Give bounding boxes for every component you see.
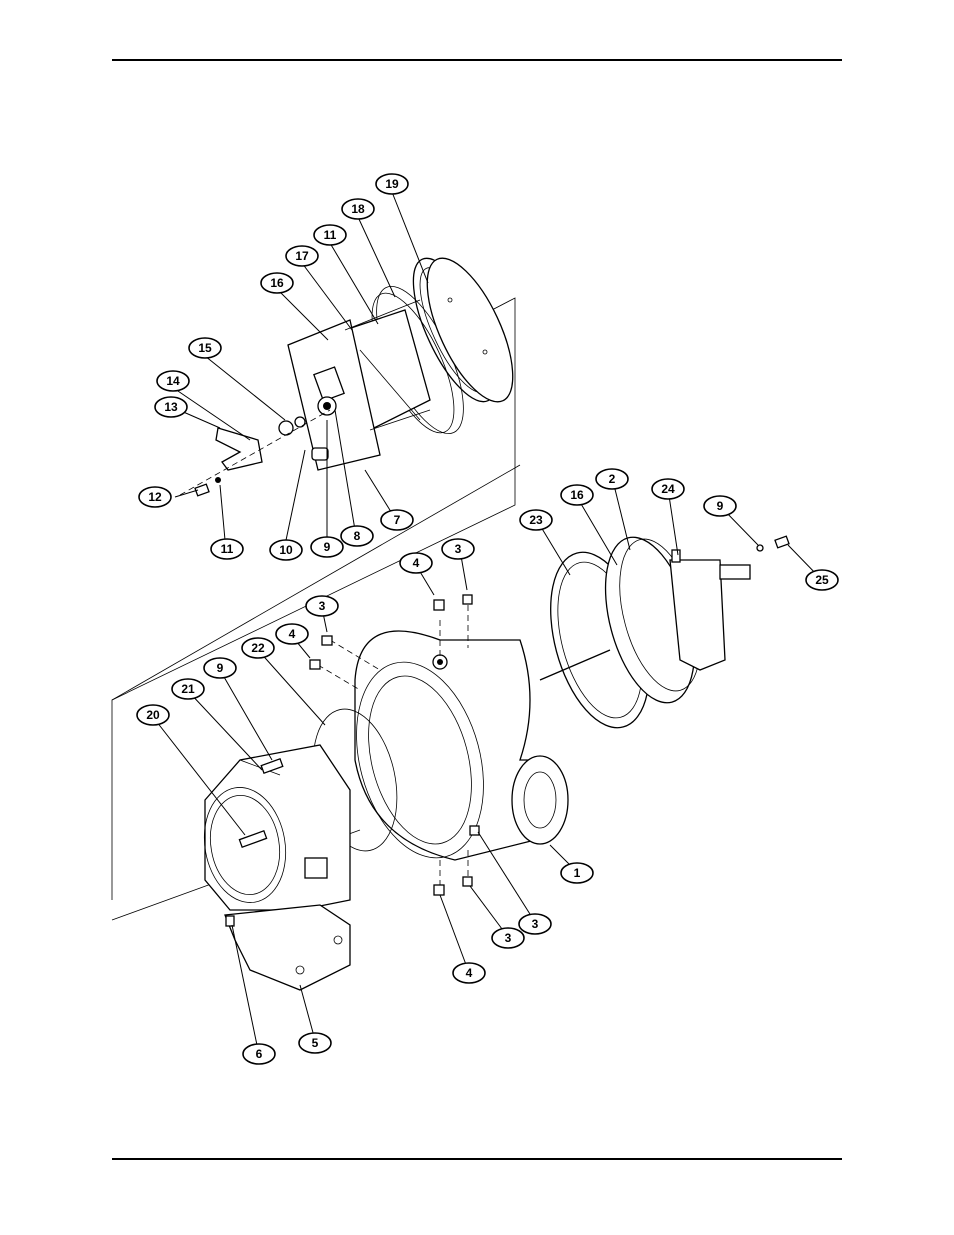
callout-7: 7 [381, 510, 413, 530]
callout-20: 20 [137, 705, 169, 725]
callout-4a: 4 [400, 553, 432, 573]
callout-24: 24 [652, 479, 684, 499]
callout-25: 25 [806, 570, 838, 590]
callout-13: 13 [155, 397, 187, 417]
bracket-housing [196, 745, 350, 990]
svg-text:6: 6 [256, 1047, 263, 1061]
callout-22: 22 [242, 638, 274, 658]
callout-4c: 4 [453, 963, 485, 983]
callout-3d: 3 [492, 928, 524, 948]
callout-9c: 9 [704, 496, 736, 516]
svg-text:3: 3 [532, 917, 539, 931]
svg-text:11: 11 [324, 228, 337, 242]
callout-19: 19 [376, 174, 408, 194]
svg-text:4: 4 [289, 627, 296, 641]
callout-6: 6 [243, 1044, 275, 1064]
svg-text:17: 17 [295, 249, 309, 263]
callout-11: 11 [314, 225, 346, 245]
callout-11b: 11 [211, 539, 243, 559]
svg-text:23: 23 [529, 513, 543, 527]
callout-5: 5 [299, 1033, 331, 1053]
svg-text:3: 3 [505, 931, 512, 945]
callout-3b: 3 [306, 596, 338, 616]
svg-text:3: 3 [319, 599, 326, 613]
callout-9: 9 [311, 537, 343, 557]
svg-text:7: 7 [394, 513, 401, 527]
svg-text:10: 10 [279, 543, 293, 557]
svg-text:1: 1 [574, 866, 581, 880]
callout-17: 17 [286, 246, 318, 266]
svg-text:9: 9 [324, 540, 331, 554]
svg-text:16: 16 [270, 276, 284, 290]
callout-4b: 4 [276, 624, 308, 644]
svg-text:2: 2 [609, 472, 616, 486]
svg-text:14: 14 [166, 374, 180, 388]
callout-16: 16 [261, 273, 293, 293]
svg-text:11: 11 [221, 542, 234, 556]
svg-text:15: 15 [198, 341, 212, 355]
svg-text:19: 19 [385, 177, 399, 191]
svg-text:16: 16 [570, 488, 584, 502]
callout-8: 8 [341, 526, 373, 546]
callout-12: 12 [139, 487, 171, 507]
svg-text:22: 22 [251, 641, 265, 655]
svg-text:3: 3 [455, 542, 462, 556]
callout-3c: 3 [519, 914, 551, 934]
svg-text:5: 5 [312, 1036, 319, 1050]
svg-text:9: 9 [217, 661, 224, 675]
svg-text:25: 25 [815, 573, 829, 587]
callout-15: 15 [189, 338, 221, 358]
callout-9b: 9 [204, 658, 236, 678]
rotating-assembly [533, 528, 789, 739]
callout-18: 18 [342, 199, 374, 219]
callout-16b: 16 [561, 485, 593, 505]
svg-text:4: 4 [466, 966, 473, 980]
svg-text:4: 4 [413, 556, 420, 570]
callout-3a: 3 [442, 539, 474, 559]
svg-text:12: 12 [148, 490, 162, 504]
callout-21: 21 [172, 679, 204, 699]
svg-text:21: 21 [181, 682, 195, 696]
svg-text:9: 9 [717, 499, 724, 513]
callout-23: 23 [520, 510, 552, 530]
callout-10: 10 [270, 540, 302, 560]
svg-text:8: 8 [354, 529, 361, 543]
svg-text:24: 24 [661, 482, 675, 496]
svg-text:18: 18 [351, 202, 365, 216]
svg-text:13: 13 [164, 400, 178, 414]
callout-14: 14 [157, 371, 189, 391]
svg-text:20: 20 [146, 708, 160, 722]
callout-2: 2 [596, 469, 628, 489]
callout-1: 1 [561, 863, 593, 883]
